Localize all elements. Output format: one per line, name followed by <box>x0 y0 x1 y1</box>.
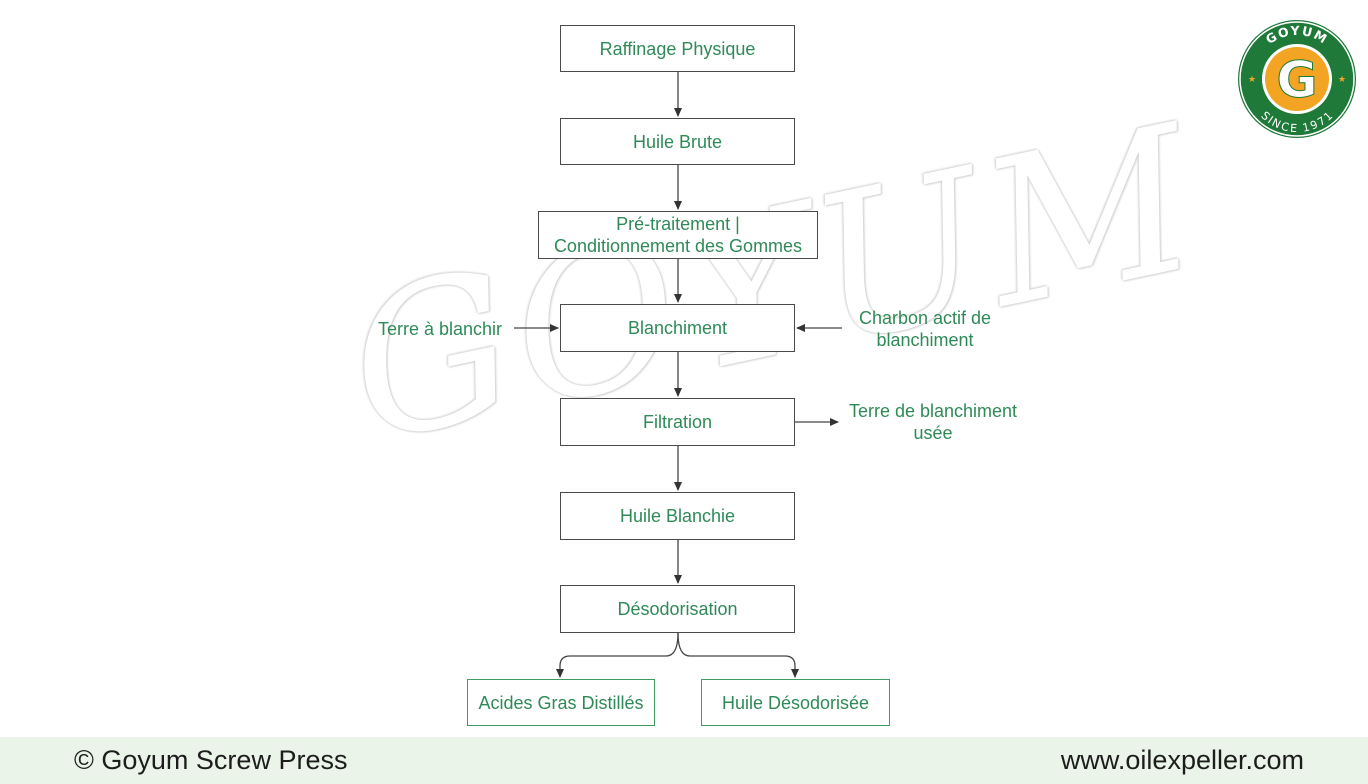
logo-star-right-icon: ★ <box>1338 74 1346 84</box>
footer-copyright: © Goyum Screw Press <box>74 745 348 775</box>
box-distilled-fatty-acids-label: Acides Gras Distillés <box>478 692 644 713</box>
label-spent-earth-line2: usée <box>913 423 953 443</box>
box-filtration: Filtration <box>560 398 795 446</box>
arrow-desodorisation-to-huile-desodorisee <box>677 632 799 678</box>
label-spent-earth-line1: Terre de blanchiment <box>848 401 1018 421</box>
box-bleaching-label: Blanchiment <box>627 318 728 338</box>
box-filtration-label: Filtration <box>642 412 713 432</box>
goyum-logo: GOYUM SINCE 1971 G ★ ★ <box>1238 20 1356 138</box>
box-physical-refining: Raffinage Physique <box>560 25 795 72</box>
box-deodorization-label: Désodorisation <box>617 599 738 619</box>
box-crude-oil-label: Huile Brute <box>632 131 723 152</box>
box-crude-oil: Huile Brute <box>560 118 795 165</box>
box-pretreatment: Pré-traitement | Conditionnement des Gom… <box>538 211 818 259</box>
arrow-desodorisation-to-acides <box>556 632 679 678</box>
label-activated-carbon-line1: Charbon actif de <box>858 308 992 328</box>
box-deodorization: Désodorisation <box>560 585 795 633</box>
box-pretreatment-label-line1: Pré-traitement | <box>616 214 740 234</box>
box-bleached-oil-label: Huile Blanchie <box>619 506 736 526</box>
label-spent-earth: Terre de blanchiment usée <box>838 400 1028 444</box>
box-deodorized-oil-label: Huile Désodorisée <box>721 692 870 713</box>
footer-bar: © Goyum Screw Press www.oilexpeller.com <box>0 737 1368 784</box>
box-distilled-fatty-acids: Acides Gras Distillés <box>467 679 655 726</box>
box-physical-refining-label: Raffinage Physique <box>599 38 756 59</box>
footer-website: www.oilexpeller.com <box>1060 745 1304 775</box>
box-pretreatment-label-line2: Conditionnement des Gommes <box>553 236 803 256</box>
label-activated-carbon: Charbon actif de blanchiment <box>845 307 1005 351</box>
logo-star-left-icon: ★ <box>1248 74 1256 84</box>
label-bleaching-earth: Terre à blanchir <box>377 319 503 339</box>
box-bleaching: Blanchiment <box>560 304 795 352</box>
box-deodorized-oil: Huile Désodorisée <box>701 679 890 726</box>
box-bleached-oil: Huile Blanchie <box>560 492 795 540</box>
logo-letter-g: G <box>1276 51 1317 109</box>
logo-inner-disc <box>1265 47 1329 111</box>
label-activated-carbon-line2: blanchiment <box>876 330 974 350</box>
